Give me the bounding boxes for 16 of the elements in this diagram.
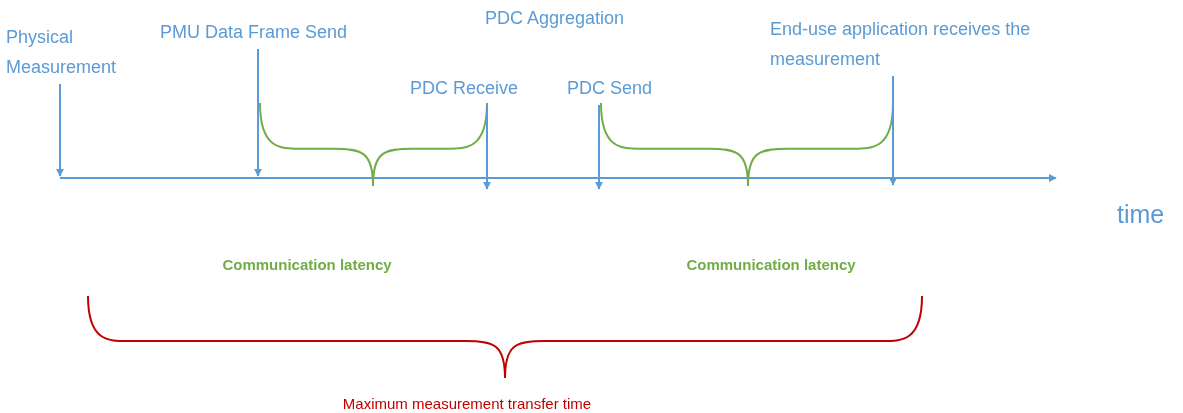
latency-label: Communication latency — [686, 256, 856, 273]
event-label: End-use application receives the measurement — [770, 18, 1032, 71]
axis-label: time — [1117, 200, 1165, 229]
latency-label: Communication latency — [222, 256, 392, 273]
event-label: PDC Send — [567, 77, 654, 100]
arrow — [483, 104, 491, 190]
arrow — [595, 104, 603, 190]
event-label: PDC Aggregation — [485, 8, 625, 29]
arrow — [56, 83, 64, 177]
arrow — [254, 48, 262, 177]
event-label: PMU Data Frame Send — [160, 21, 349, 44]
event-label: PDC Receive — [410, 77, 520, 100]
event-label: Physical Measurement — [6, 26, 118, 79]
arrow — [889, 75, 897, 186]
transfer-time-label: Maximum measurement transfer time — [342, 395, 592, 412]
time-axis — [59, 174, 1057, 182]
